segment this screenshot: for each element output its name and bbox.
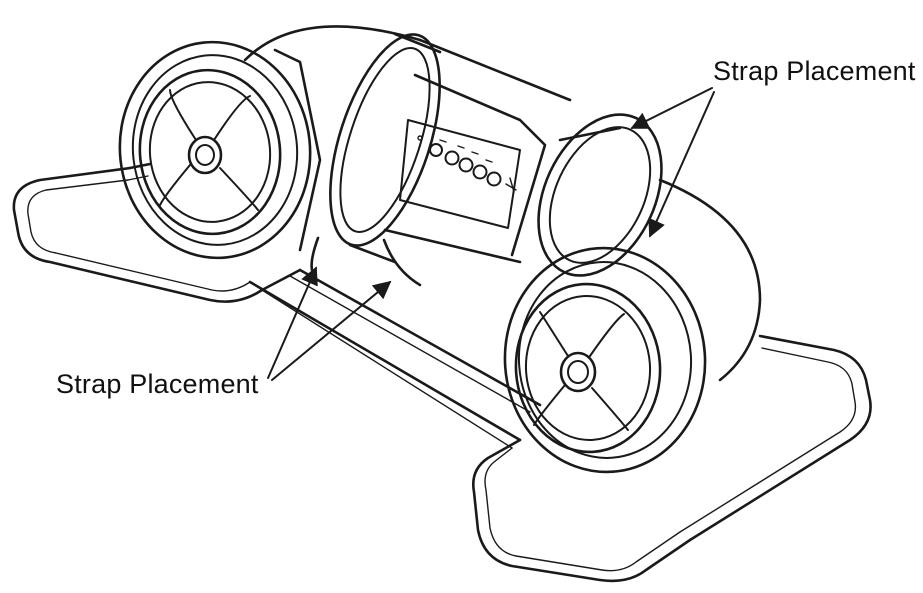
center-barrel xyxy=(243,25,762,382)
right-speaker xyxy=(503,246,707,474)
control-buttons xyxy=(417,135,517,193)
strap-placement-callout-top: Strap Placement xyxy=(713,56,916,86)
strap-placement-callout-bottom: Strap Placement xyxy=(56,369,259,399)
callout-arrows-bottom-left xyxy=(267,266,392,381)
mounting-frame xyxy=(12,162,872,583)
right-ring xyxy=(537,113,663,277)
left-speaker xyxy=(118,40,322,260)
callout-arrows-top-right xyxy=(630,87,715,238)
center-ring xyxy=(329,32,442,264)
